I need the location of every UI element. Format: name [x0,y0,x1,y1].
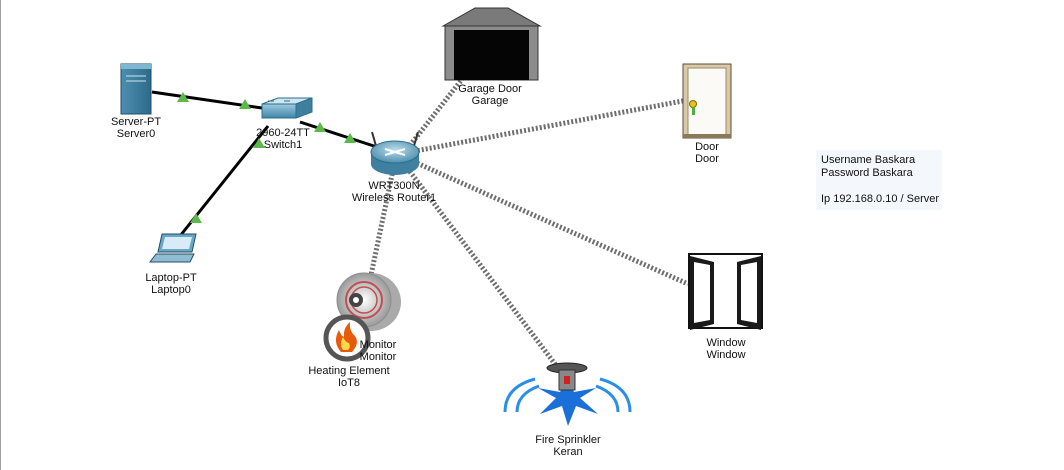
monitor-name: Monitor [359,351,397,363]
switch-model: 2960-24TT [256,127,310,139]
fire-sprinkler-icon[interactable] [503,362,632,426]
server-icon[interactable] [120,63,152,115]
monitor-label: Monitor Monitor [360,339,397,363]
door-name: Door [695,153,719,165]
garage-label: Garage Door Garage [458,83,522,107]
sprinkler-name: Keran [553,446,583,458]
garage-name: Garage [471,95,509,107]
laptop-name: Laptop0 [151,284,191,296]
link-up-indicator [177,92,189,102]
note-ip: Ip 192.168.0.10 / Server [821,193,940,205]
garage-door-icon[interactable] [441,7,542,81]
laptop-model: Laptop-PT [145,272,197,284]
server-label: Server-PT Server0 [111,116,161,140]
router-name: Wireless Router1 [351,192,437,204]
wireless-link-door [409,97,689,155]
garage-model: Garage Door [458,83,522,95]
note-spacer [821,180,937,193]
router-label: WRT300N Wireless Router1 [352,180,436,204]
wireless-link-monitor [367,169,396,281]
note-password: Password Baskara [821,167,913,179]
monitor-model: Monitor [359,339,397,351]
heating-name: IoT8 [337,377,361,389]
link-up-indicator [239,99,251,109]
door-icon[interactable] [682,63,732,139]
link-up-indicator [314,122,326,132]
credentials-note[interactable]: Username Baskara Password Baskara Ip 192… [816,150,942,210]
switch-label: 2960-24TT Switch1 [256,127,310,151]
router-icon[interactable] [370,131,420,175]
switch-icon[interactable] [261,97,313,119]
heating-element-icon[interactable] [323,314,371,362]
wireless-link-window [408,157,690,287]
window-model: Window [706,337,746,349]
door-label: Door Door [695,141,719,165]
laptop-icon[interactable] [149,233,197,263]
sprinkler-label: Fire Sprinkler Keran [535,434,600,458]
link-up-indicator [253,138,265,148]
server-name: Server0 [116,128,156,140]
laptop-label: Laptop-PT Laptop0 [145,272,196,296]
note-username: Username Baskara [821,154,916,166]
heating-label: Heating Element IoT8 [308,365,389,389]
window-icon[interactable] [688,253,763,330]
link-up-indicator [190,213,202,223]
window-name: Window [706,349,746,361]
door-model: Door [695,141,719,153]
wired-link-switch-router [299,120,381,150]
canvas-left-border [0,0,1,470]
link-up-indicator [344,133,356,143]
sprinkler-model: Fire Sprinkler [535,434,601,446]
server-model: Server-PT [110,116,162,128]
wireless-links [367,76,690,370]
window-label: Window Window [706,337,745,361]
switch-name: Switch1 [263,139,303,151]
link-indicators [177,92,356,223]
heating-model: Heating Element [308,365,390,377]
router-model: WRT300N [368,180,420,192]
